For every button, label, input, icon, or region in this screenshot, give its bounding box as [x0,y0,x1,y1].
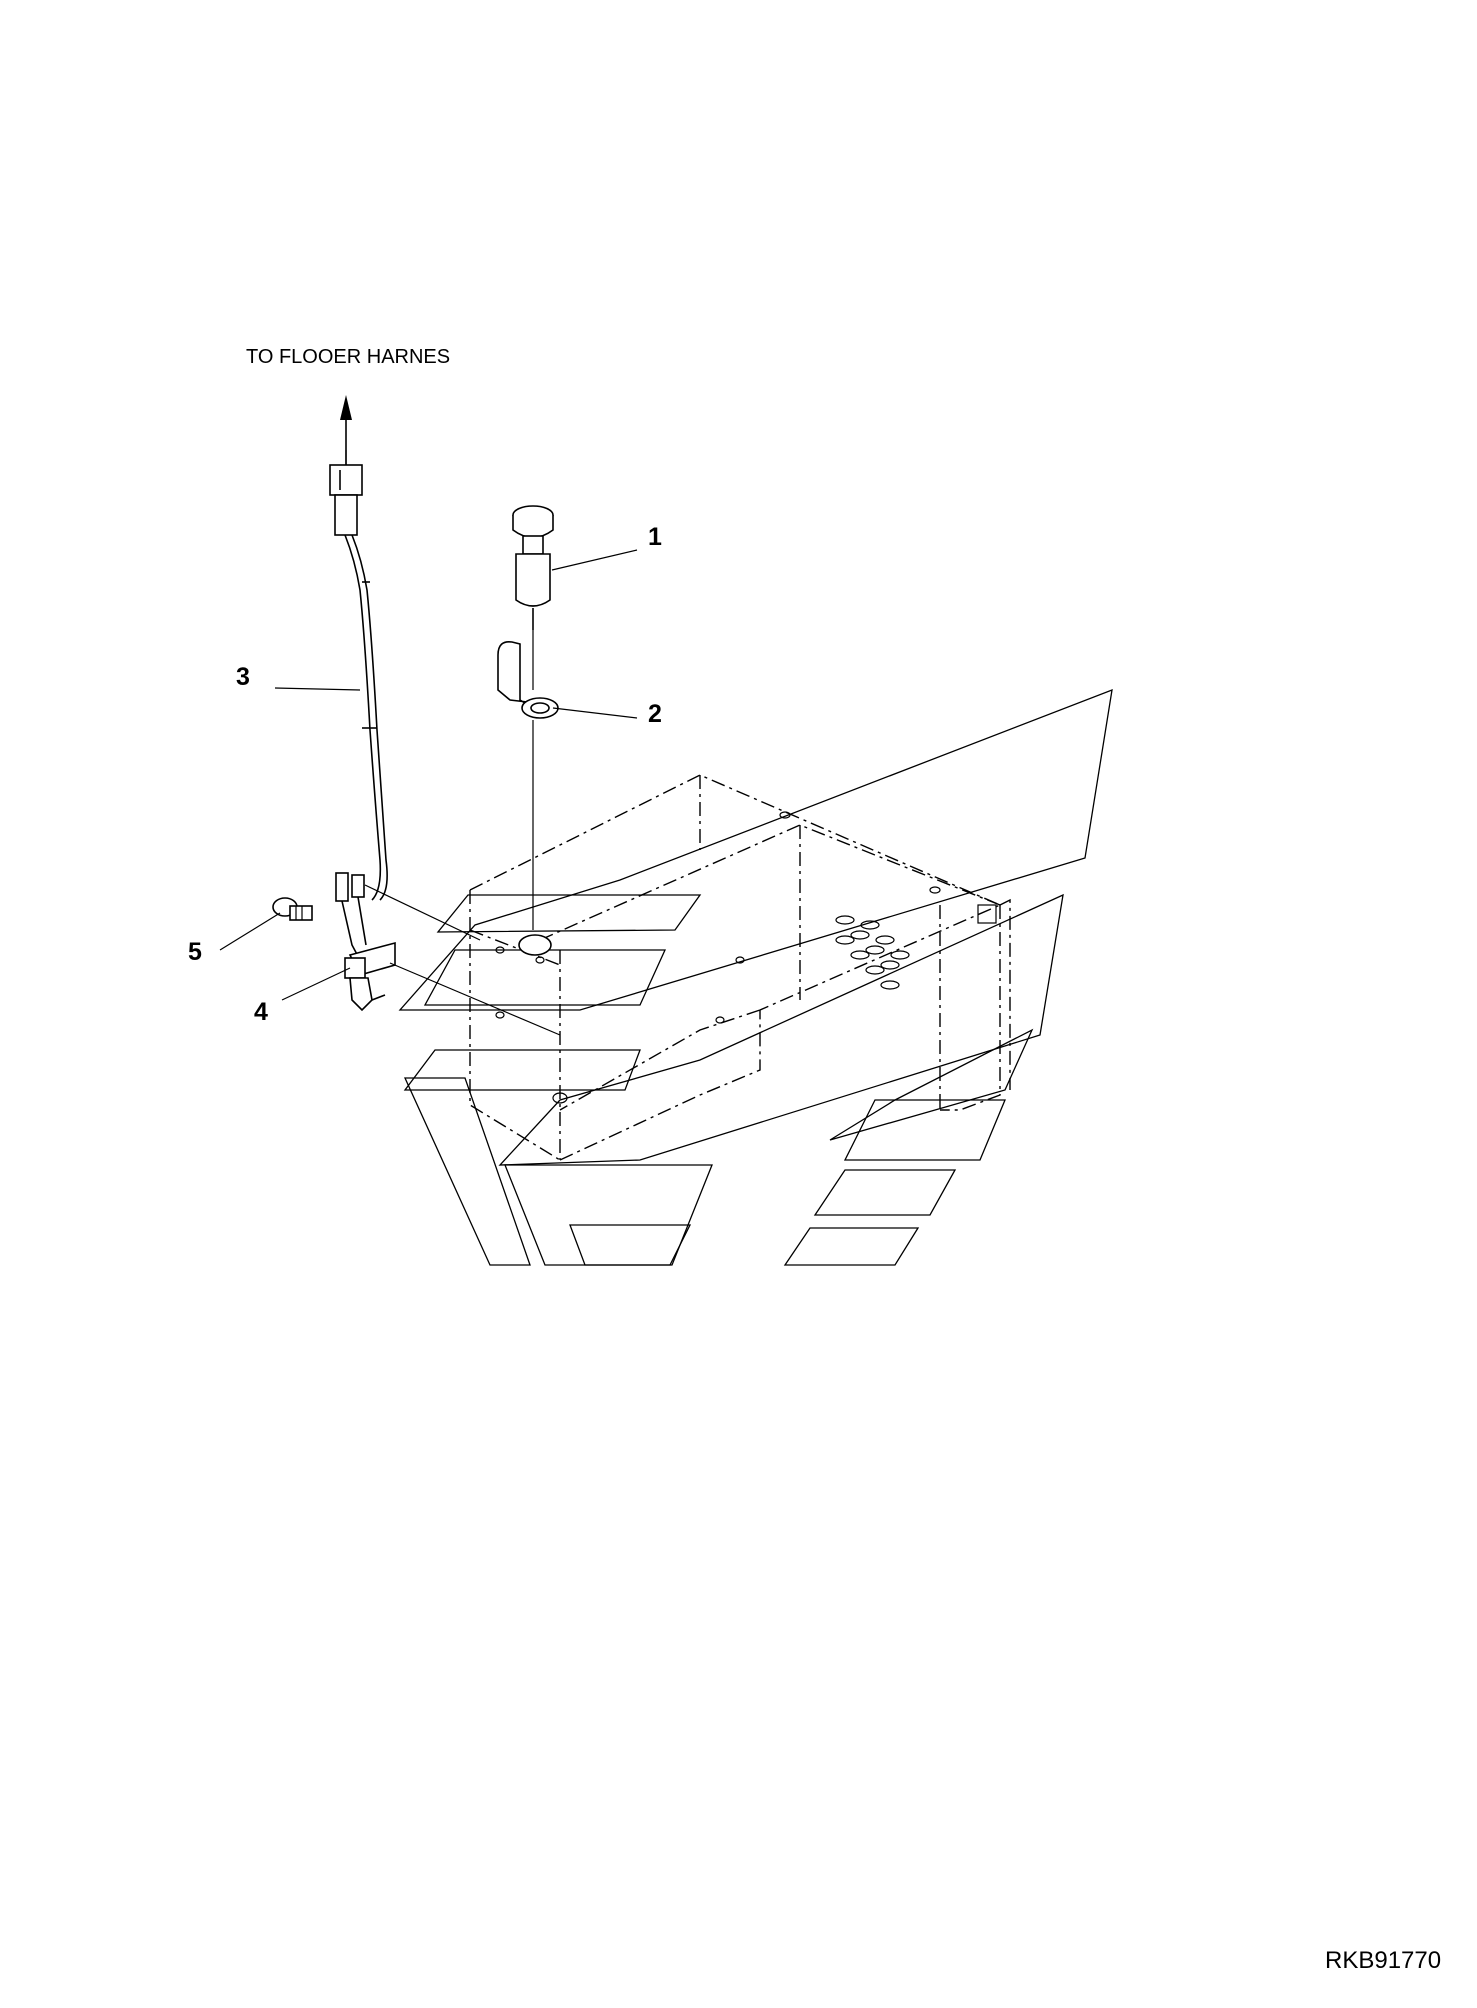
l-bracket-part [497,640,559,719]
assembly-lines [345,450,561,1036]
callout-1: 1 [648,523,662,551]
callout-4: 4 [254,998,268,1026]
callout-3: 3 [236,663,250,691]
push-switch-part [512,505,554,630]
floor-harness-arrow [340,395,352,465]
callout-2: 2 [648,700,662,728]
watermark-logo [398,688,1113,1266]
mounting-bracket-phantom [469,774,1011,1161]
vent-perforations [835,915,910,990]
drawing-code: RKB91770 [1325,1947,1441,1974]
bolt-part [272,897,313,921]
callout-5: 5 [188,938,202,966]
sensor-assembly-part [335,872,396,1012]
wiring-harness-part [329,464,388,901]
leader-lines [219,549,638,1001]
floor-harness-note: TO FLOOER HARNES [246,346,450,368]
